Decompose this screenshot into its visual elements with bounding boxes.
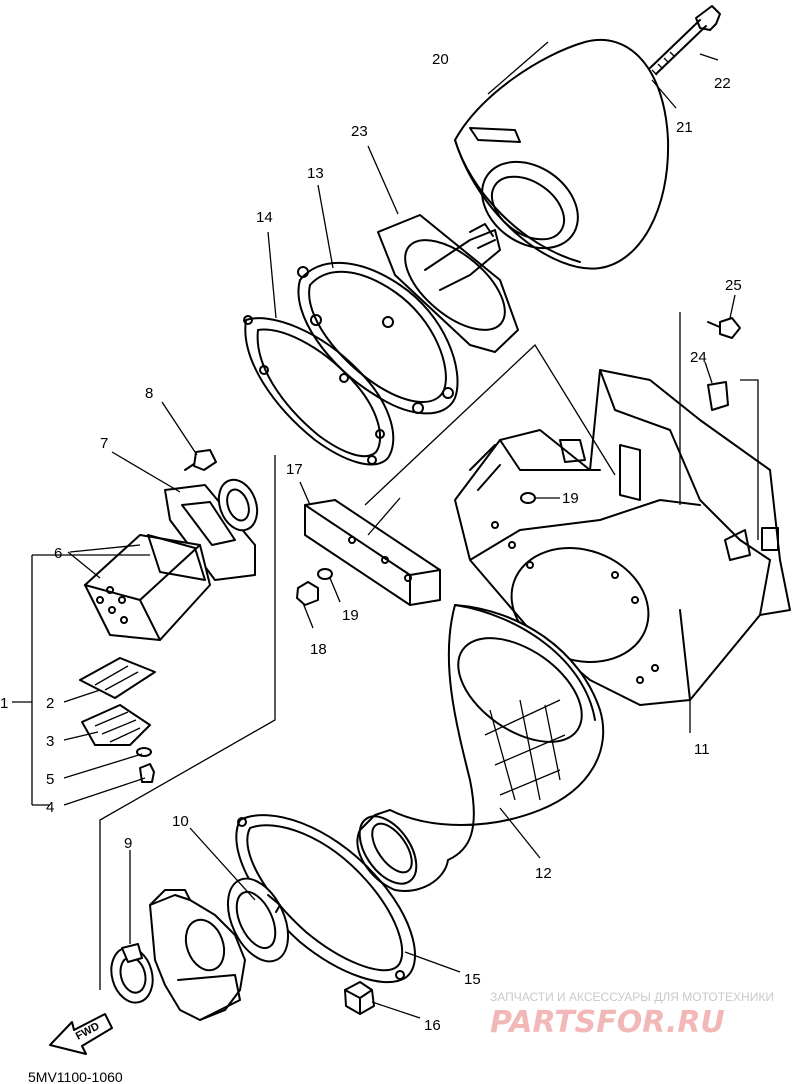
- label-18: 18: [310, 641, 327, 658]
- part-22-bolt: [649, 5, 721, 76]
- part-11-air-box: [454, 369, 791, 706]
- leader-lines: [63, 41, 736, 1019]
- part-19-grommet-lower: [317, 568, 333, 580]
- watermark-logo: PARTSFOR.RU: [490, 1005, 725, 1040]
- label-10: 10: [172, 813, 189, 830]
- diagram-code: 5MV1100-1060: [28, 1069, 123, 1084]
- carburetor-body: [149, 889, 246, 1021]
- part-16-nut: [344, 981, 375, 1015]
- label-13: 13: [307, 165, 324, 182]
- part-5-washer: [136, 747, 152, 757]
- label-22: 22: [714, 75, 731, 92]
- label-3: 3: [46, 733, 54, 750]
- fwd-arrow: FWD: [49, 1013, 113, 1055]
- label-11: 11: [694, 741, 710, 758]
- part-18-bolt: [296, 581, 319, 606]
- label-24: 24: [690, 349, 707, 366]
- label-14: 14: [256, 209, 273, 226]
- label-17: 17: [286, 461, 303, 478]
- part-9-clamp: [110, 943, 154, 1004]
- watermark-tagline: ЗАПЧАСТИ И АКСЕССУАРЫ ДЛЯ МОТОТЕХНИКИ: [490, 990, 774, 1004]
- label-6: 6: [54, 545, 62, 562]
- label-4: 4: [46, 799, 54, 816]
- label-5: 5: [46, 771, 54, 788]
- label-20: 20: [432, 51, 449, 68]
- part-8-bolt: [184, 449, 217, 471]
- label-2: 2: [46, 695, 54, 712]
- part-6-reed-valve: [84, 534, 211, 641]
- part-14-gasket: [243, 315, 395, 466]
- part-10-joint: [226, 877, 290, 963]
- label-8: 8: [145, 385, 153, 402]
- part-25-bolt: [707, 317, 741, 339]
- part-7-manifold: [164, 478, 259, 581]
- label-1: 1: [0, 695, 8, 712]
- reference-lines: [12, 312, 759, 990]
- label-23: 23: [351, 123, 368, 140]
- part-3-stopper: [81, 704, 151, 746]
- watermark: ЗАПЧАСТИ И АКСЕССУАРЫ ДЛЯ МОТОТЕХНИКИ PA…: [490, 990, 774, 1040]
- part-labels: 1 2 3 4 5 6 7 8 9 10 11 12 13 14 15 16 1…: [0, 51, 742, 1034]
- part-19-grommet-upper: [520, 492, 536, 504]
- label-12: 12: [535, 865, 552, 882]
- part-17-plate: [304, 499, 441, 606]
- label-9: 9: [124, 835, 132, 852]
- label-7: 7: [100, 435, 108, 452]
- label-16: 16: [424, 1017, 441, 1034]
- label-21: 21: [676, 119, 693, 136]
- part-20-air-filter: [454, 38, 670, 270]
- part-12-intake-duct: [356, 604, 605, 892]
- label-19-lower: 19: [342, 607, 359, 624]
- part-23-filter-guide: [377, 214, 519, 353]
- label-25: 25: [725, 277, 742, 294]
- part-2-reed: [79, 657, 156, 699]
- label-15: 15: [464, 971, 481, 988]
- part-24-clip: [707, 381, 729, 411]
- label-19-upper: 19: [562, 490, 579, 507]
